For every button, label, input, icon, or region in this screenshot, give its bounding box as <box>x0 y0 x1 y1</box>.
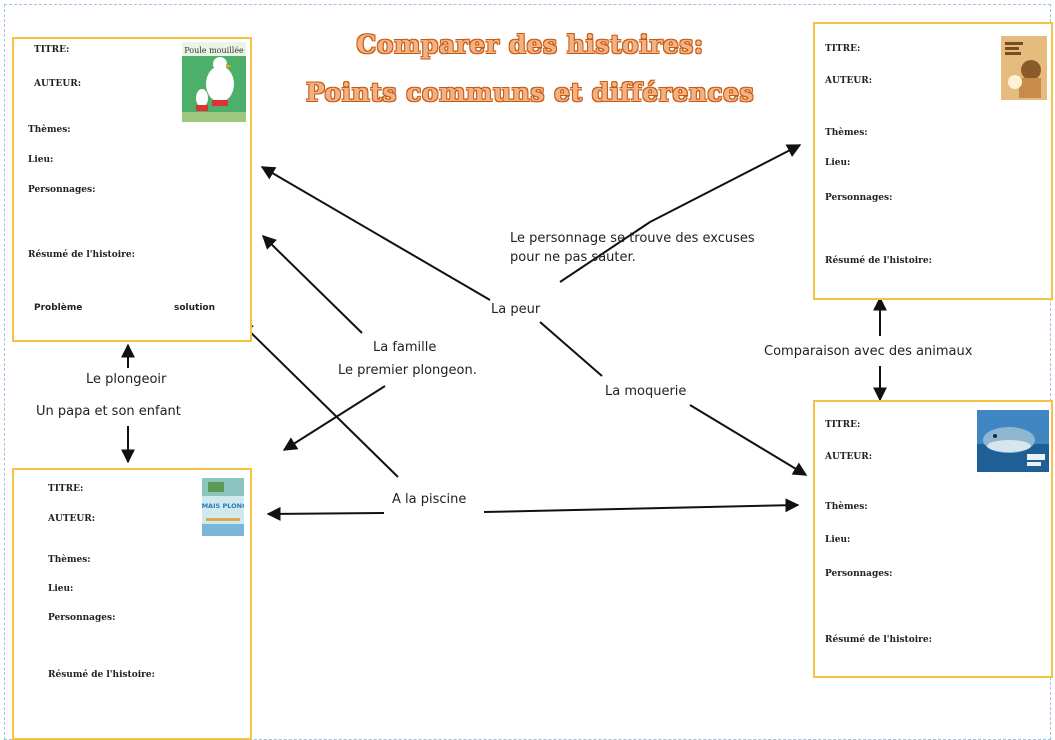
cover-title-text: Poule mouillée <box>184 46 244 55</box>
field-themes: Thèmes: <box>28 125 71 135</box>
field-resume: Résumé de l'histoire: <box>48 670 155 680</box>
cover-title-text: JAMAIS PLONGÉ <box>202 501 244 510</box>
label-moquerie: La moquerie <box>603 384 689 399</box>
arrow-moquerie-line1 <box>539 321 603 377</box>
arrow-peur-topleft <box>260 166 491 301</box>
arrow-piscine-right <box>483 498 800 513</box>
field-auteur: AUTEUR: <box>48 514 96 524</box>
field-themes: Thèmes: <box>825 502 868 512</box>
label-excuses-2: pour ne pas sauter. <box>510 250 636 265</box>
label-excuses: Le personnage se trouve des excuses <box>510 231 755 246</box>
field-personnages: Personnages: <box>825 569 893 579</box>
label-papa-enfant: Un papa et son enfant <box>34 404 183 419</box>
book-cover-whale <box>977 410 1049 472</box>
arrow-piscine-left <box>266 506 385 521</box>
field-lieu: Lieu: <box>825 158 851 168</box>
field-resume: Résumé de l'histoire: <box>825 635 932 645</box>
field-auteur: AUTEUR: <box>825 452 873 462</box>
arrow-peur-excuses <box>559 221 651 283</box>
field-personnages: Personnages: <box>825 193 893 203</box>
field-titre: TITRE: <box>48 484 84 494</box>
field-titre: TITRE: <box>825 44 861 54</box>
label-comparaison-animaux: Comparaison avec des animaux <box>762 344 975 359</box>
field-themes: Thèmes: <box>48 555 91 565</box>
card-top-left: TITRE: AUTEUR: Thèmes: Lieu: Personnages… <box>12 37 252 342</box>
card-bottom-left: TITRE: AUTEUR: Thèmes: Lieu: Personnages… <box>12 468 252 740</box>
title-line-1: Comparer des histoires: <box>356 30 704 59</box>
arrow-moquerie-line2 <box>689 404 808 476</box>
label-peur: La peur <box>489 302 543 317</box>
book-cover-jamais-plonge: JAMAIS PLONGÉ <box>202 478 244 536</box>
field-personnages: Personnages: <box>28 185 96 195</box>
field-titre: TITRE: <box>825 420 861 430</box>
field-titre: TITRE: <box>34 45 70 55</box>
field-auteur: AUTEUR: <box>825 76 873 86</box>
label-piscine: A la piscine <box>390 492 469 507</box>
title-line-2: Points communs et différences <box>305 78 755 107</box>
field-resume: Résumé de l'histoire: <box>825 256 932 266</box>
arrow-piscine-topleft <box>239 321 399 478</box>
label-famille: La famille <box>371 340 439 355</box>
field-themes: Thèmes: <box>825 128 868 138</box>
field-lieu: Lieu: <box>28 155 54 165</box>
field-lieu: Lieu: <box>48 584 74 594</box>
label-plongeoir: Le plongeoir <box>84 372 169 387</box>
book-cover-top-right <box>1001 36 1047 100</box>
field-personnages: Personnages: <box>48 613 116 623</box>
field-resume: Résumé de l'histoire: <box>28 250 135 260</box>
card-top-right: TITRE: AUTEUR: Thèmes: Lieu: Personnages… <box>813 22 1053 300</box>
card-bottom-right: TITRE: AUTEUR: Thèmes: Lieu: Personnages… <box>813 400 1053 678</box>
arrow-premier-bottomleft <box>282 385 386 451</box>
field-solution: solution <box>174 303 216 313</box>
book-cover-poule-mouillee: Poule mouillée <box>182 42 246 122</box>
label-premier-plongeon: Le premier plongeon. <box>336 363 479 378</box>
arrow-excuses-topright <box>649 144 802 223</box>
field-probleme: Problème <box>34 303 83 313</box>
field-auteur: AUTEUR: <box>34 79 82 89</box>
field-lieu: Lieu: <box>825 535 851 545</box>
arrow-famille-topleft <box>262 235 363 334</box>
